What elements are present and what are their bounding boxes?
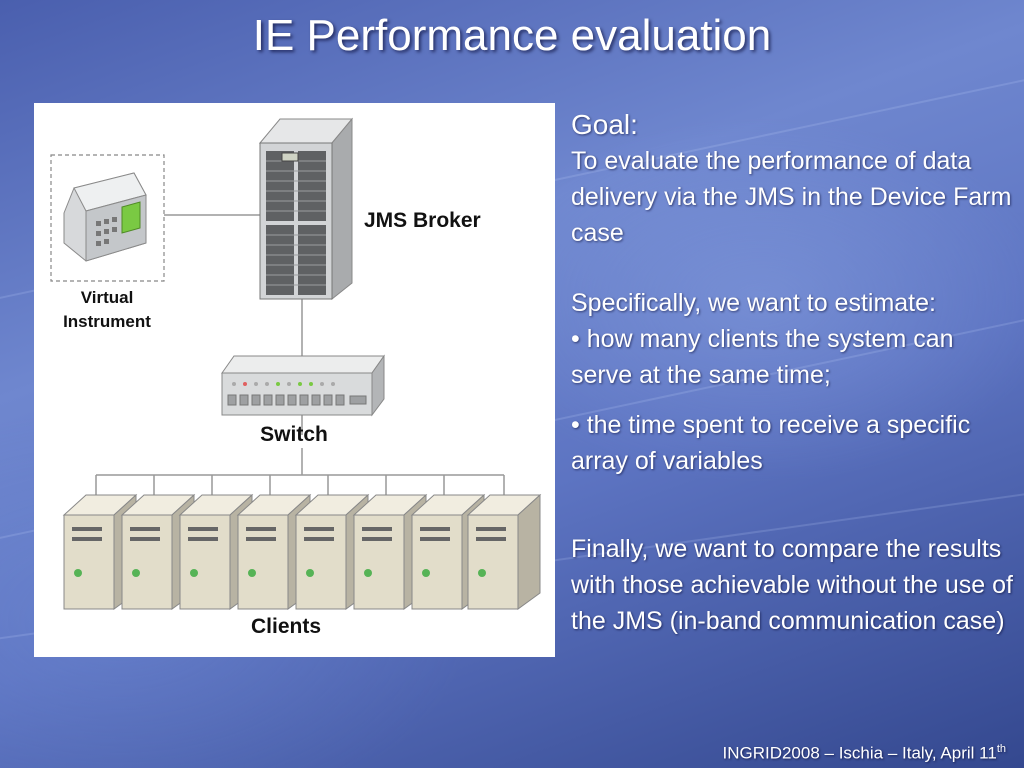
slide-title: IE Performance evaluation xyxy=(252,11,772,60)
virtual-instrument-icon xyxy=(50,154,165,282)
final-text: Finally, we want to compare the results … xyxy=(571,535,1013,635)
instrument-label-line1: Virtual xyxy=(81,288,134,307)
bullet-item: • the time spent to receive a specific a… xyxy=(571,411,971,475)
goal-label: Goal: xyxy=(571,109,638,140)
network-diagram: Virtual Instrument JMS Broker xyxy=(34,103,555,657)
clients-label: Clients xyxy=(251,615,321,638)
instrument-label-line2: Instrument xyxy=(63,312,151,331)
jms-broker-label: JMS Broker xyxy=(364,209,481,232)
jms-broker-server-icon xyxy=(258,117,354,301)
slide-footer: INGRID2008 – Ischia – Italy, April 11th xyxy=(722,738,1006,765)
bullet-item: • how many clients the system can serve … xyxy=(571,325,954,389)
clients-group xyxy=(62,493,542,610)
network-switch-icon xyxy=(221,354,385,417)
goal-text-block: Goal: To evaluate the performance of dat… xyxy=(571,107,1016,639)
client-pc-icon xyxy=(466,493,542,610)
goal-text: To evaluate the performance of data deli… xyxy=(571,147,1012,247)
footer-superscript: th xyxy=(996,743,1006,755)
estimate-intro: Specifically, we want to estimate: xyxy=(571,289,936,317)
footer-text: INGRID2008 – Ischia – Italy, April 11 xyxy=(722,743,997,763)
switch-label: Switch xyxy=(260,423,328,446)
